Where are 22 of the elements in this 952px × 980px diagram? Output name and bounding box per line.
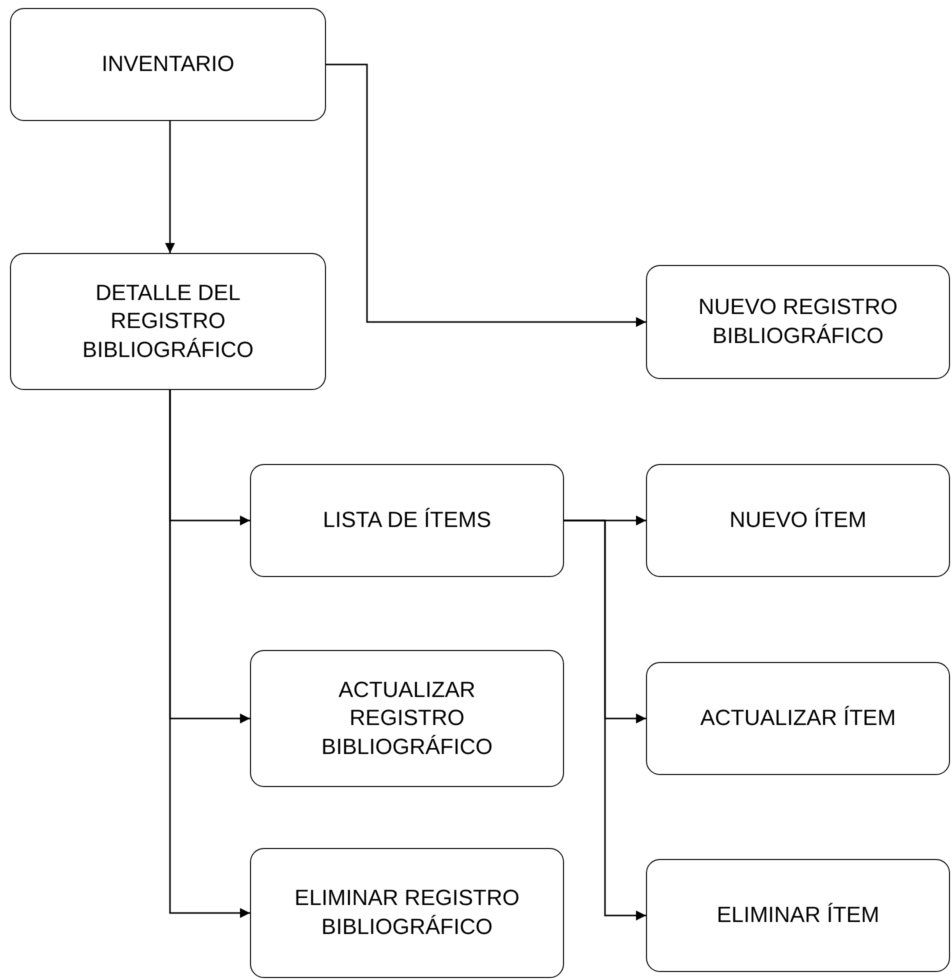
process-box [646,859,950,972]
process-box [250,650,564,787]
box-label: ACTUALIZAR REGISTRO BIBLIOGRÁFICO [320,676,494,761]
process-box [10,253,326,390]
box-label: ELIMINAR ÍTEM [716,901,880,930]
arrow [564,520,646,920]
box-label: LISTA DE ÍTEMS [322,506,492,534]
box-label: NUEVO ÍTEM [730,506,866,534]
box-label: INVENTARIO [102,50,234,78]
process-box [250,464,564,577]
process-box [250,848,564,978]
box-label: DETALLE DEL REGISTRO BIBLIOGRÁFICO [81,278,255,364]
process-box [646,265,950,379]
arrow [165,121,175,253]
box-label: NUEVO REGISTRO BIBLIOGRÁFICO [697,293,899,350]
box-label: ELIMINAR REGISTRO BIBLIOGRÁFICO [294,884,520,941]
process-box [646,464,950,577]
arrow [326,64,646,327]
process-box [10,8,326,121]
process-box [646,662,950,775]
arrow [169,390,250,918]
box-label: ACTUALIZAR ÍTEM [700,704,896,732]
